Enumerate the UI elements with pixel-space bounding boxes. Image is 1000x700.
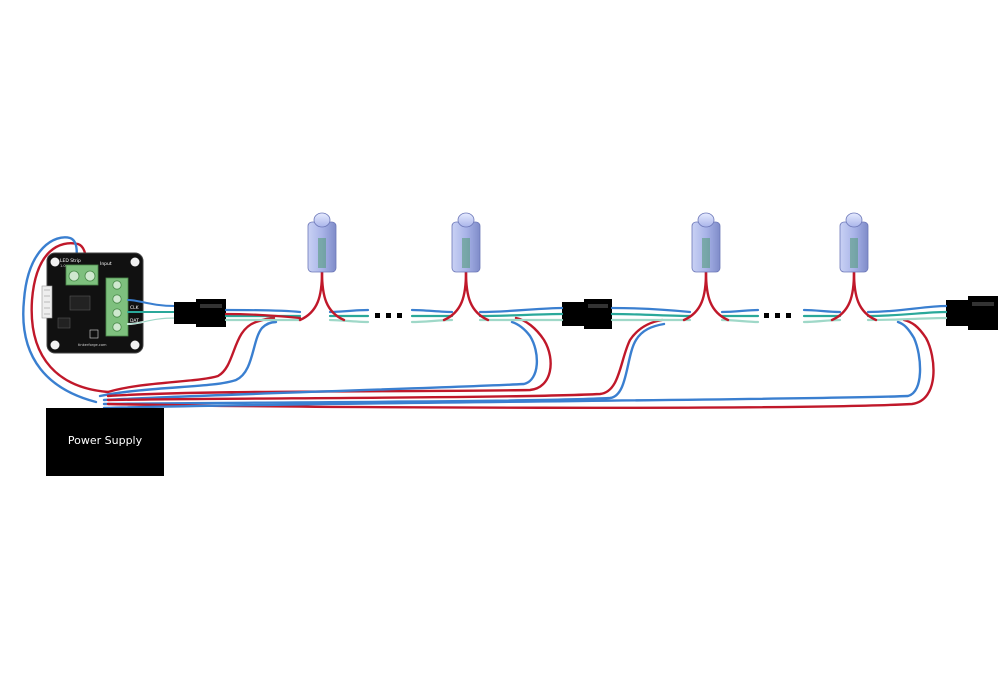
- ellipsis-2: [764, 313, 791, 318]
- psu-feed-wires: [22, 236, 935, 410]
- ellipsis-1: [375, 313, 402, 318]
- power-supply: Power Supply: [46, 408, 164, 476]
- mount-hole-icon: [130, 257, 140, 267]
- silk-dat: DAT: [130, 318, 139, 324]
- power-supply-box: [46, 408, 164, 476]
- board-clock-wire: [127, 317, 177, 325]
- screw-icon: [112, 308, 122, 318]
- feed-blue-wire-1: [98, 320, 278, 398]
- screw-icon: [112, 294, 122, 304]
- screw-icon: [112, 322, 122, 332]
- led-3: [682, 212, 730, 322]
- strip-wires: [224, 304, 948, 324]
- mount-hole-icon: [50, 340, 60, 350]
- power-supply-label: Power Supply: [68, 434, 143, 447]
- chip-icon: [69, 295, 91, 311]
- connector-3: [946, 296, 998, 330]
- led-4: [830, 212, 878, 322]
- board-ground-blue-wire: [22, 236, 98, 404]
- controller-board: LED Strip 1.0 Input CLK DAT tinkerforge.…: [41, 252, 177, 354]
- led-2: [442, 212, 490, 322]
- feed-blue-wire-2: [102, 320, 538, 402]
- screw-icon: [68, 270, 80, 282]
- silk-clk: CLK: [130, 305, 140, 311]
- board-data-wire: [127, 299, 177, 307]
- feed-red-wire-4: [106, 318, 935, 409]
- board-power-red-wire: [30, 242, 110, 394]
- silk-version: 1.0: [60, 264, 66, 268]
- silk-title: LED Strip: [60, 258, 81, 264]
- screw-icon: [112, 280, 122, 290]
- logo-icon: [89, 329, 99, 339]
- mount-hole-icon: [50, 257, 60, 267]
- led-1: [298, 212, 346, 322]
- screw-icon: [84, 270, 96, 282]
- feed-red-wire-2: [106, 316, 552, 398]
- feed-red-wire-3: [106, 318, 664, 402]
- connector-2: [562, 299, 612, 329]
- connector-1: [174, 299, 226, 327]
- chip-icon: [57, 317, 71, 329]
- output-terminal-block: [105, 277, 129, 337]
- feed-blue-wire-4: [102, 320, 922, 410]
- silk-input: Input: [100, 261, 112, 267]
- feed-blue-wire-3: [102, 322, 666, 406]
- silk-site: tinkerforge.com: [78, 343, 107, 347]
- mount-hole-icon: [130, 340, 140, 350]
